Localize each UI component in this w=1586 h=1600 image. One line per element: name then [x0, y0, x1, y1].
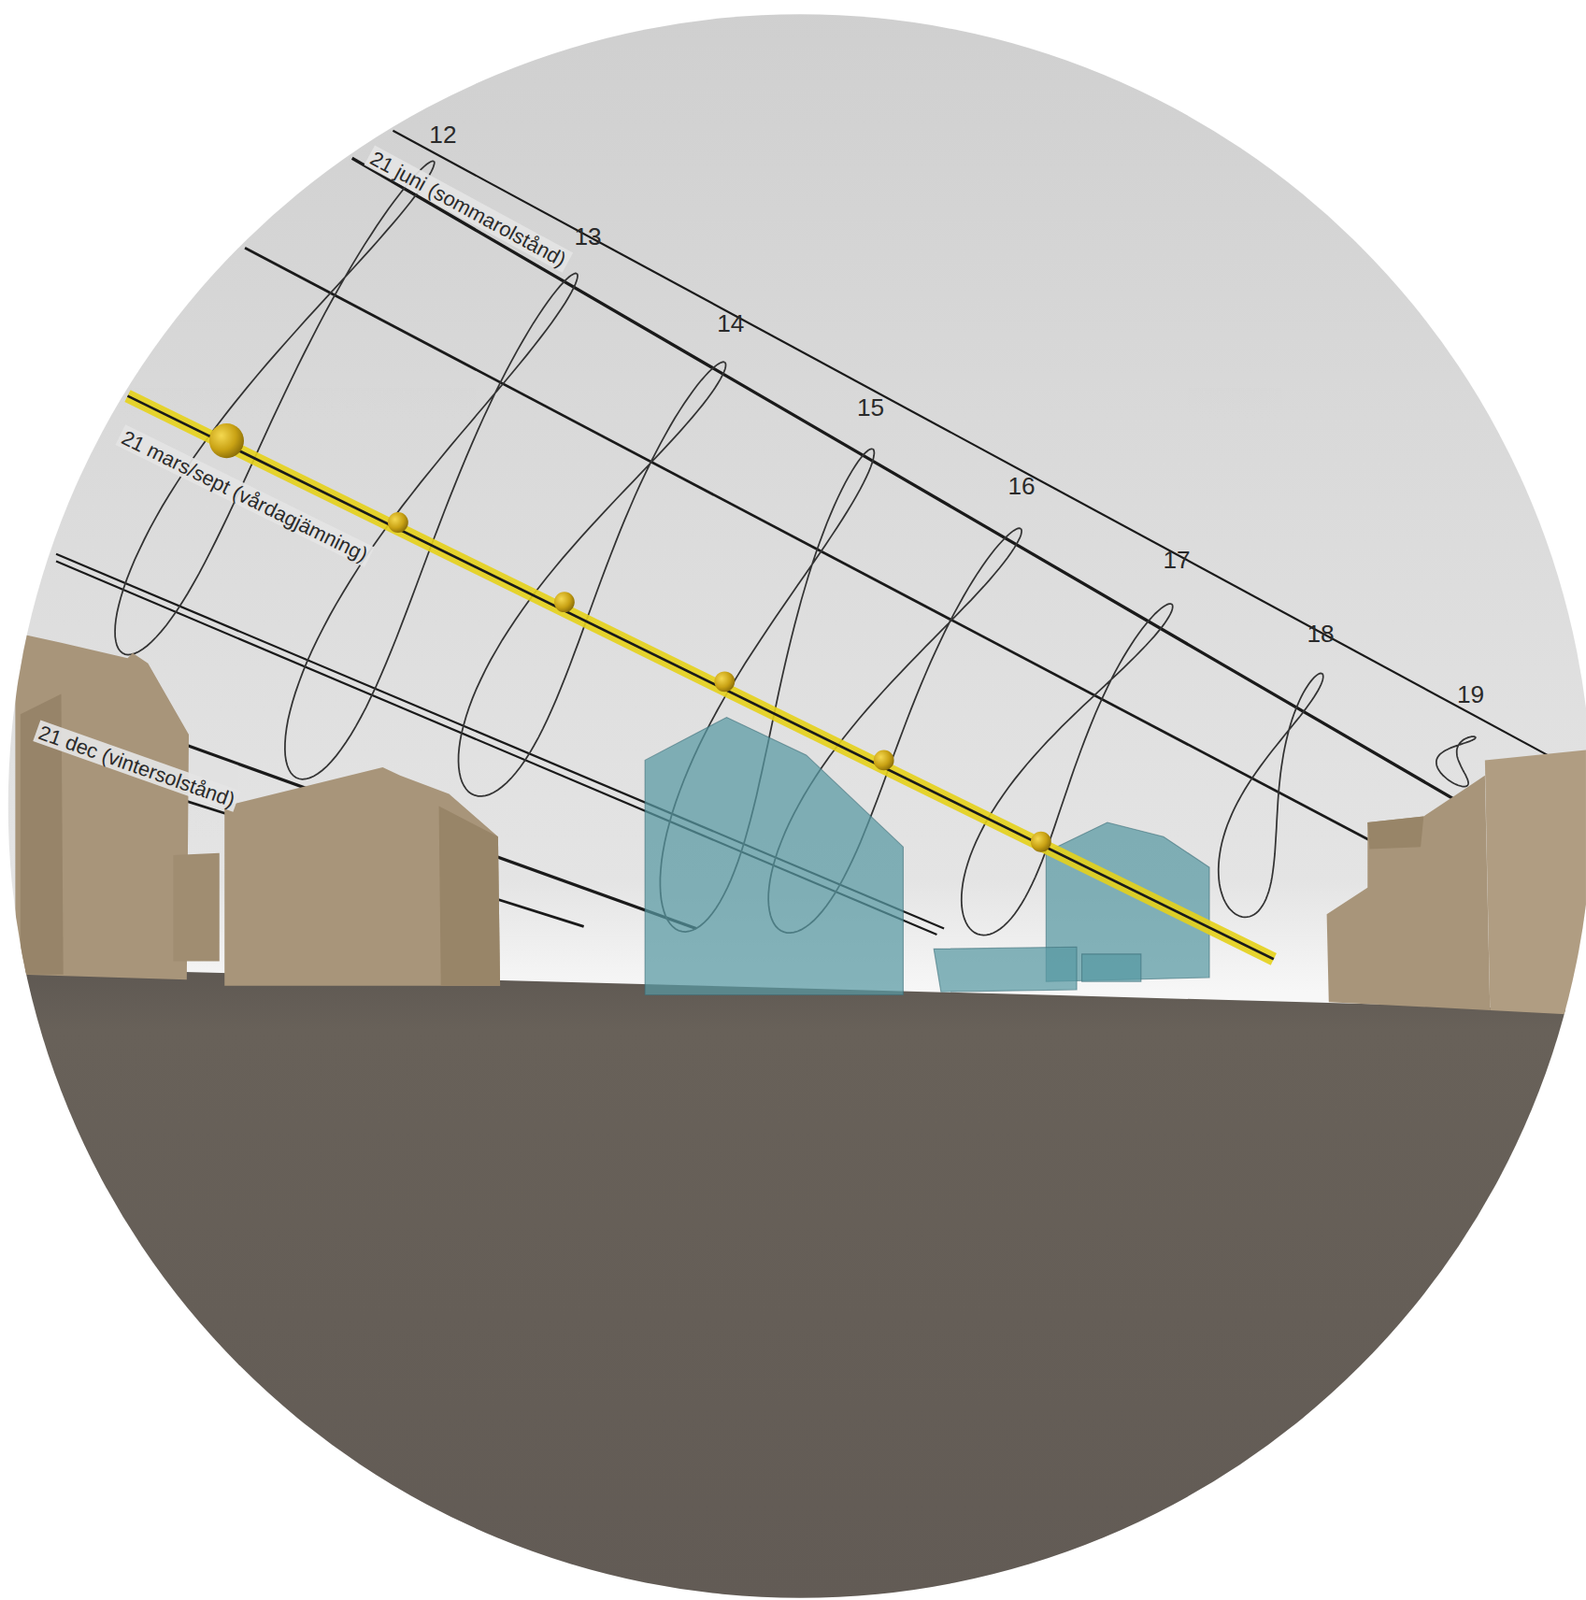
analemma-curve — [1218, 672, 1324, 917]
hour-label: 14 — [716, 310, 744, 338]
hour-label: 12 — [428, 121, 457, 149]
hour-label: 19 — [1457, 681, 1485, 709]
analemma-curve — [1436, 736, 1476, 786]
hour-label: 18 — [1306, 620, 1334, 648]
hour-label: 15 — [857, 394, 885, 422]
hour-label: 17 — [1162, 546, 1190, 574]
hour-label: 13 — [573, 223, 601, 251]
hour-label: 16 — [1008, 472, 1036, 501]
